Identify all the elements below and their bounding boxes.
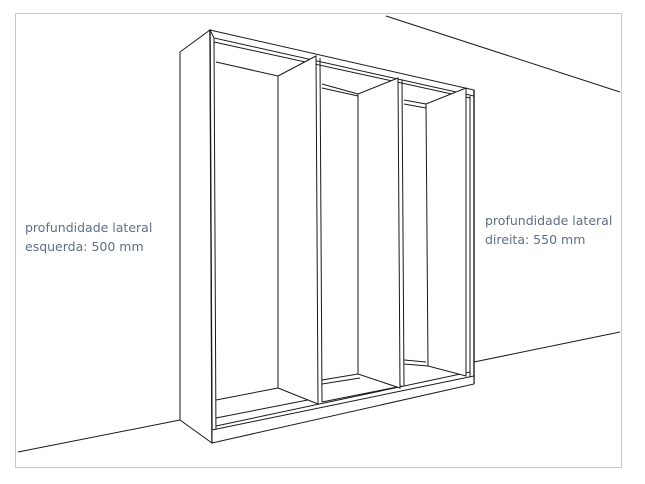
wardrobe-carcass [209,29,475,444]
sliding-door-1 [277,55,323,405]
right-depth-line2: direita: 550 mm [485,232,586,247]
door-2-panel [357,77,401,389]
door-2-inner-edge [401,79,405,387]
left-compartment [215,61,319,419]
door-1-panel [277,55,319,405]
mid-comp-top-front [321,87,359,97]
sliding-door-3 [425,87,467,377]
mid-comp-top-back [321,83,359,95]
left-stile-outer [209,29,213,444]
right-comp-bottom-front [403,363,429,367]
left-stile-inner [213,37,217,441]
plinth-top-line [215,371,471,427]
right-floor-line [473,331,621,363]
left-depth-line1: profundidade lateral [25,220,153,235]
door-3-panel [425,87,467,377]
left-side-panel [179,29,213,444]
mid-comp-bottom-back [321,373,359,381]
drawing-frame [15,13,622,468]
wardrobe-left-side [179,29,213,444]
right-compartment [403,99,429,367]
right-depth-annotation: profundidade lateral direita: 550 mm [485,211,612,249]
sliding-door-2 [357,77,405,389]
middle-compartment [321,83,403,403]
left-floor-line [17,419,181,453]
room-lines [17,15,621,453]
right-depth-line1: profundidade lateral [485,213,613,228]
bottom-plinth [211,375,475,444]
right-comp-top-back [403,99,427,105]
left-comp-floor-front [215,397,319,419]
top-band [209,29,475,97]
mid-comp-floor-front [321,385,403,403]
left-comp-back-top [215,61,279,77]
door-1-inner-edge [319,57,323,403]
left-depth-line2: esquerda: 500 mm [25,239,144,254]
top-inner-edge [213,41,471,99]
left-comp-back-bottom [215,387,279,401]
mid-comp-bottom-front [321,377,361,385]
right-comp-top-front [403,103,427,109]
ceiling-corner-line [385,15,621,93]
right-comp-bottom-back [403,359,427,363]
left-depth-annotation: profundidade lateral esquerda: 500 mm [25,218,152,256]
